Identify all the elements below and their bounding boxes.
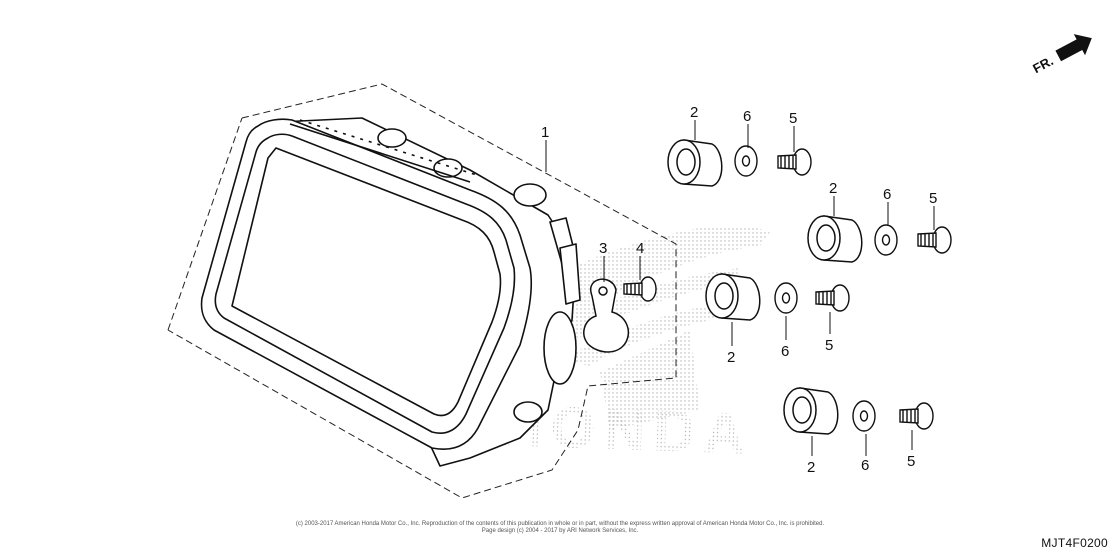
label-part-6-d: 6 [861,457,869,474]
label-part-5-d: 5 [907,453,915,470]
collar-a [734,145,758,177]
bolt-b [917,226,952,254]
copyright-notice: (c) 2003-2017 American Honda Motor Co., … [180,521,940,535]
grommet-b [807,215,863,263]
label-part-2-b: 2 [829,180,837,197]
screw-part-4 [623,276,657,302]
assembly-outline [167,83,677,499]
label-part-2-c: 2 [727,349,735,366]
label-part-3: 3 [599,240,607,257]
label-part-5-c: 5 [825,337,833,354]
bolt-a [777,148,812,176]
grommet-c [705,273,761,321]
label-part-4: 4 [636,240,644,257]
label-part-2-d: 2 [807,459,815,476]
collar-c [774,282,798,314]
bolt-c [815,284,850,312]
front-arrow-icon [1055,34,1092,62]
label-part-1: 1 [541,124,549,141]
label-part-6-b: 6 [883,186,891,203]
grommet-d [783,387,839,435]
collar-d [852,400,876,432]
copyright-line-2: Page design (c) 2004 - 2017 by ARI Netwo… [481,528,639,534]
diagram-code: MJT4F0200 [1041,536,1108,550]
meter-assembly [200,117,581,467]
label-part-5-a: 5 [789,110,797,127]
front-direction-label: FR. [1030,53,1056,76]
label-part-5-b: 5 [929,190,937,207]
collar-b [874,224,898,256]
leader-lines [545,120,935,456]
label-part-2-a: 2 [690,104,698,121]
grommet-a [667,139,723,187]
clamp-part [583,278,630,353]
front-direction-indicator: FR. [1030,34,1092,76]
copyright-line-1: (c) 2003-2017 American Honda Motor Co., … [295,521,825,527]
bolt-d [899,402,934,430]
label-part-6-a: 6 [743,108,751,125]
label-part-6-c: 6 [781,343,789,360]
